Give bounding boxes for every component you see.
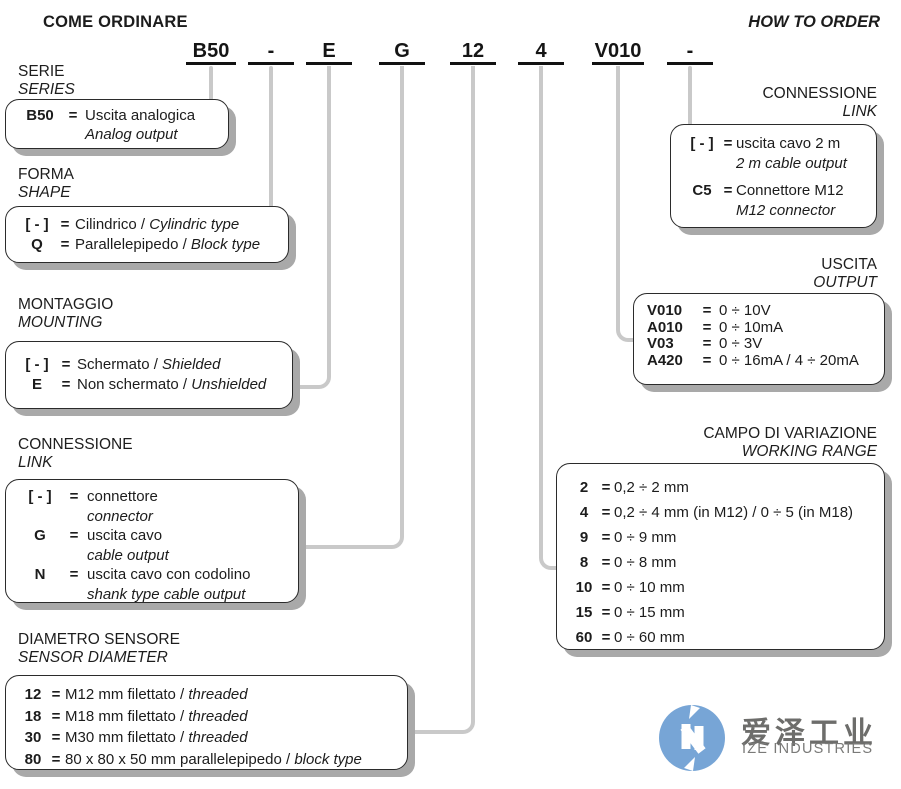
code-option-translation: connector <box>87 507 153 525</box>
label-en: LINK <box>842 103 877 120</box>
code-option-row: A420 = 0 ÷ 16mA / 4 ÷ 20mA <box>647 351 859 369</box>
section-label-shape: FORMA SHAPE <box>18 166 74 202</box>
ize-logo-english-text: IZE INDUSTRIES <box>742 741 874 757</box>
code-segment-link: G <box>379 40 425 65</box>
code-option-translation: shank type cable output <box>87 585 246 603</box>
section-box-shape: [ - ] = Cilindrico / Cylindric type Q = … <box>5 206 289 263</box>
label-it: CAMPO DI VARIAZIONE <box>703 425 877 442</box>
section-label-link-right: CONNESSIONE LINK <box>762 85 877 121</box>
label-en: MOUNTING <box>18 314 103 331</box>
connector-line-series <box>209 66 213 101</box>
code-option-row: B50 = Uscita analogica <box>26 107 196 124</box>
connector-line-range <box>539 66 558 570</box>
code-segment-mounting: E <box>306 40 352 65</box>
ize-logo-chinese-text: 爱泽工业 <box>741 717 877 750</box>
code-option-row: 4 = 0,2 ÷ 4 mm (in M12) / 0 ÷ 5 (in M18) <box>579 504 854 521</box>
page-title-en: HOW TO ORDER <box>748 13 880 31</box>
section-box-link-right: [ - ] = uscita cavo 2 m 2 m cable output… <box>670 124 877 228</box>
code-option-row: G = uscita cavo <box>34 527 163 544</box>
label-it: FORMA <box>18 166 74 183</box>
code-option-translation: cable output <box>87 546 169 564</box>
label-it: MONTAGGIO <box>18 296 114 313</box>
section-label-link-left: CONNESSIONE LINK <box>18 436 133 472</box>
code-option-row: N = uscita cavo con codolino <box>34 566 251 583</box>
code-option-row: 15 = 0 ÷ 15 mm <box>575 604 685 621</box>
section-label-mounting: MONTAGGIO MOUNTING <box>18 296 113 332</box>
label-en: OUTPUT <box>813 274 877 291</box>
section-box-mounting: [ - ] = Schermato / Shielded E = Non sch… <box>5 341 293 409</box>
section-label-output: USCITA OUTPUT <box>813 256 877 292</box>
connector-line-link-right <box>688 66 692 126</box>
code-option-row: [ - ] = Schermato / Shielded <box>25 356 221 373</box>
code-option-row: [ - ] = connettore <box>28 488 158 505</box>
label-it: DIAMETRO SENSORE <box>18 631 180 648</box>
code-option-row: 8 = 0 ÷ 8 mm <box>579 554 677 571</box>
code-option-row: 18 = M18 mm filettato / threaded <box>24 707 248 725</box>
section-label-working-range: CAMPO DI VARIAZIONE WORKING RANGE <box>703 425 877 461</box>
code-option-row: A010 = 0 ÷ 10mA <box>647 318 784 336</box>
code-option-row: C5 = Connettore M12 <box>692 182 844 199</box>
code-option-row: 80 = 80 x 80 x 50 mm parallelepipedo / b… <box>24 750 362 768</box>
code-option-translation: Analog output <box>85 126 178 143</box>
label-en: SERIES <box>18 81 75 98</box>
connector-line-link-left <box>304 66 404 549</box>
section-box-diameter: 12 = M12 mm filettato / threaded 18 = M1… <box>5 675 408 770</box>
code-option-row: 12 = M12 mm filettato / threaded <box>24 686 248 703</box>
code-option-row: [ - ] = uscita cavo 2 m <box>690 135 841 152</box>
code-segment-series: B50 <box>186 40 236 65</box>
code-option-row: 30 = M30 mm filettato / threaded <box>24 729 248 746</box>
connector-line-output <box>616 66 635 342</box>
code-option-row: 9 = 0 ÷ 9 mm <box>579 529 677 546</box>
ize-logo-icon <box>659 705 725 771</box>
page-title: COME ORDINARE <box>43 13 188 31</box>
label-it: USCITA <box>821 256 877 273</box>
code-option-translation: 2 m cable output <box>736 154 847 172</box>
code-option-row: [ - ] = Cilindrico / Cylindric type <box>25 216 240 233</box>
code-option-row: E = Non schermato / Unshielded <box>31 376 267 393</box>
code-option-row: Q = Parallelepipedo / Block type <box>31 236 261 253</box>
section-box-link-left: [ - ] = connettore connector G = uscita … <box>5 479 299 603</box>
code-segment-connection: - <box>667 40 713 65</box>
code-segment-shape: - <box>248 40 294 65</box>
code-option-row: V03 = 0 ÷ 3V <box>647 335 763 352</box>
code-option-row: 60 = 0 ÷ 60 mm <box>575 629 685 646</box>
section-box-working-range: 2 = 0,2 ÷ 2 mm 4 = 0,2 ÷ 4 mm (in M12) /… <box>556 463 885 650</box>
label-en: LINK <box>18 454 53 471</box>
label-it: CONNESSIONE <box>18 436 133 453</box>
section-box-series: B50 = Uscita analogica Analog output <box>5 99 229 149</box>
ize-logo: 爱泽工业 IZE INDUSTRIES <box>658 700 878 780</box>
code-option-row: 2 = 0,2 ÷ 2 mm <box>579 479 689 496</box>
code-option-row: V010 = 0 ÷ 10V <box>647 302 771 319</box>
code-segment-output: V010 <box>592 40 644 65</box>
label-en: SHAPE <box>18 184 71 201</box>
label-it: CONNESSIONE <box>762 85 877 102</box>
code-option-translation: M12 connector <box>736 201 836 219</box>
section-label-diameter: DIAMETRO SENSORE SENSOR DIAMETER <box>18 631 180 667</box>
label-en: WORKING RANGE <box>741 443 877 460</box>
label-it: SERIE <box>18 63 65 80</box>
code-segment-diameter: 12 <box>450 40 496 65</box>
connector-line-shape <box>269 66 273 209</box>
section-label-series: SERIE SERIES <box>18 63 75 99</box>
connector-line-diameter <box>411 66 475 734</box>
section-box-output: V010 = 0 ÷ 10V A010 = 0 ÷ 10mA V03 = 0 ÷… <box>633 293 885 385</box>
code-option-row: 10 = 0 ÷ 10 mm <box>575 579 685 596</box>
label-en: SENSOR DIAMETER <box>18 649 168 666</box>
code-segment-range: 4 <box>518 40 564 65</box>
connector-line-mounting <box>297 66 331 389</box>
